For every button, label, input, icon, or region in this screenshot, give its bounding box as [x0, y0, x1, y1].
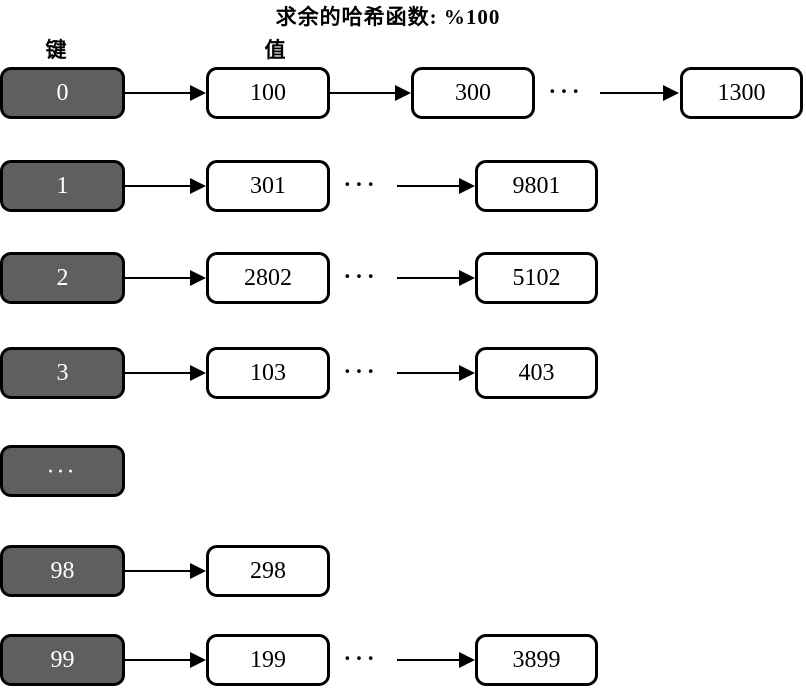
value-box: 298 — [206, 545, 330, 597]
key-column-label: 键 — [45, 38, 67, 62]
key-box: 2 — [0, 252, 125, 304]
chain-ellipsis: ··· — [548, 78, 584, 104]
bucket-row-99: 99 199 ··· 3899 — [0, 634, 806, 686]
arrow-right-icon — [397, 178, 475, 194]
key-box: 99 — [0, 634, 125, 686]
value-box: 300 — [411, 67, 535, 119]
bucket-row-3: 3 103 ··· 403 — [0, 347, 806, 399]
arrow-right-icon — [125, 365, 206, 381]
value-box: 100 — [206, 67, 330, 119]
bucket-row-98: 98 298 — [0, 545, 806, 597]
key-box: ··· — [0, 445, 125, 497]
arrow-right-icon — [600, 85, 679, 101]
arrow-right-icon — [125, 563, 206, 579]
chain-ellipsis: ··· — [343, 263, 379, 289]
value-box: 2802 — [206, 252, 330, 304]
chain-ellipsis: ··· — [343, 358, 379, 384]
arrow-right-icon — [125, 85, 206, 101]
value-box: 9801 — [475, 160, 598, 212]
value-box: 103 — [206, 347, 330, 399]
value-box: 3899 — [475, 634, 598, 686]
arrow-right-icon — [397, 270, 475, 286]
arrow-right-icon — [125, 652, 206, 668]
value-box: 199 — [206, 634, 330, 686]
value-box: 403 — [475, 347, 598, 399]
key-box: 1 — [0, 160, 125, 212]
bucket-row-0: 0 100 300 ··· 1300 — [0, 67, 806, 119]
arrow-right-icon — [125, 270, 206, 286]
key-box: 0 — [0, 67, 125, 119]
value-column-label: 值 — [264, 38, 286, 62]
chain-ellipsis: ··· — [343, 645, 379, 671]
chain-ellipsis: ··· — [343, 171, 379, 197]
value-box: 1300 — [680, 67, 803, 119]
bucket-row-ellipsis: ··· — [0, 445, 806, 497]
arrow-right-icon — [397, 365, 475, 381]
arrow-right-icon — [125, 178, 206, 194]
value-box: 5102 — [475, 252, 598, 304]
key-box: 3 — [0, 347, 125, 399]
bucket-row-2: 2 2802 ··· 5102 — [0, 252, 806, 304]
diagram-title: 求余的哈希函数: %100 — [275, 5, 501, 29]
key-box: 98 — [0, 545, 125, 597]
value-box: 301 — [206, 160, 330, 212]
arrow-right-icon — [397, 652, 475, 668]
bucket-row-1: 1 301 ··· 9801 — [0, 160, 806, 212]
arrow-right-icon — [330, 85, 411, 101]
